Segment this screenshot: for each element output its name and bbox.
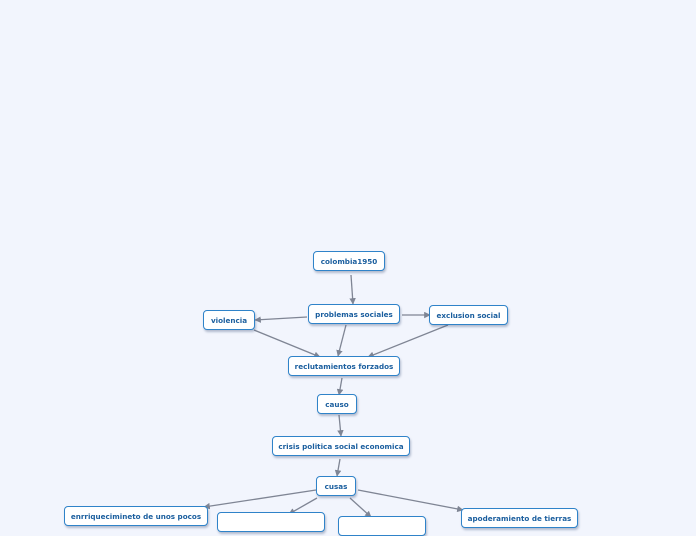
node-problemas-sociales[interactable]: problemas sociales — [308, 304, 400, 324]
node-causo[interactable]: causo — [317, 394, 357, 414]
node-apoderamiento-de-tierras[interactable]: apoderamiento de tierras — [461, 508, 578, 528]
edge-problemas-violencia — [254, 316, 308, 323]
node-reclutamientos-forzados[interactable]: reclutamientos forzados — [288, 356, 400, 376]
node-crisis-politica-social-economica[interactable]: crisis politica social economica — [272, 436, 410, 456]
node-cause-3[interactable] — [338, 516, 426, 536]
edge-violencia-reclutamientos — [253, 329, 321, 358]
edge-causo-crisis — [337, 414, 344, 437]
edge-problemas-reclutamientos — [336, 324, 347, 357]
edge-cusas-child2 — [288, 497, 318, 515]
node-cause-2[interactable] — [217, 512, 325, 532]
edge-reclutamientos-causo — [336, 377, 344, 396]
edge-cusas-child3 — [349, 497, 372, 518]
node-enriquecimiento-de-unos-pocos[interactable]: enrriquecimineto de unos pocos — [64, 506, 208, 526]
edge-crisis-cusas — [334, 458, 342, 477]
edge-exclusion-reclutamientos — [367, 324, 449, 358]
node-cusas[interactable]: cusas — [316, 476, 356, 496]
node-colombia1950[interactable]: colombia1950 — [313, 251, 385, 271]
node-violencia[interactable]: violencia — [203, 310, 255, 330]
node-exclusion-social[interactable]: exclusion social — [429, 305, 508, 325]
connector-layer — [203, 274, 464, 518]
edge-colombia-problemas — [349, 274, 356, 305]
edge-cusas-apoderamiento — [357, 489, 464, 513]
edge-cusas-enriquecimiento — [203, 489, 317, 510]
